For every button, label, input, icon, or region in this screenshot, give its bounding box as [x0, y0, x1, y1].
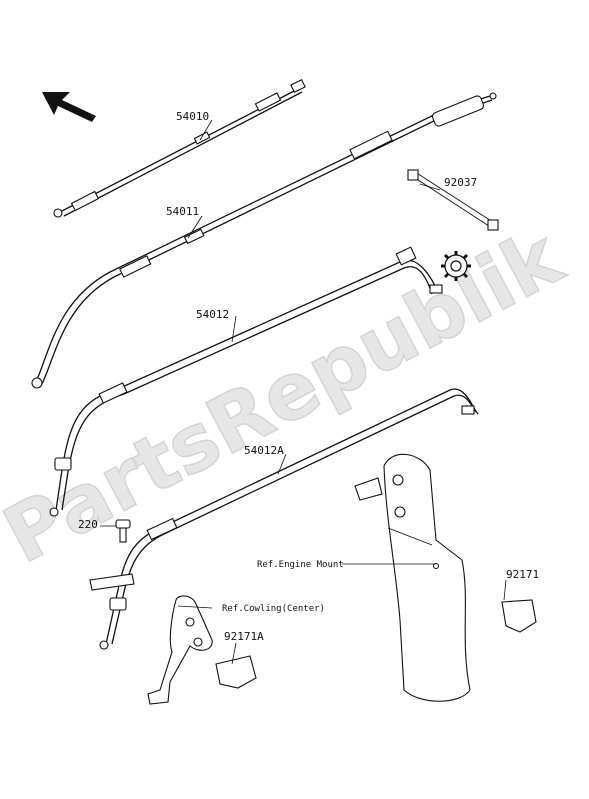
label-92171a: 92171A [224, 630, 264, 643]
clamp-92171a[interactable] [215, 655, 257, 689]
label-54012: 54012 [196, 308, 229, 321]
cable-54010[interactable] [53, 78, 306, 218]
label-220: 220 [78, 518, 98, 531]
ref-engine-mount: Ref.Engine Mount [257, 560, 344, 570]
direction-arrow-icon [42, 92, 96, 122]
cable-bracket [89, 573, 135, 591]
cowling-bracket [147, 595, 213, 705]
cable-54011[interactable] [31, 92, 497, 389]
cable-54012[interactable] [49, 246, 443, 517]
label-92171: 92171 [506, 568, 539, 581]
label-92037: 92037 [444, 176, 477, 189]
bolt-220[interactable] [115, 519, 131, 543]
leader-lines [100, 119, 507, 665]
label-54010: 54010 [176, 110, 209, 123]
label-54012a: 54012A [244, 444, 284, 457]
gear-icon [441, 251, 471, 281]
engine-mount [354, 453, 471, 702]
label-54011: 54011 [166, 205, 199, 218]
clamp-92171[interactable] [501, 599, 537, 633]
spring-92037[interactable] [407, 169, 499, 231]
ref-cowling-center: Ref.Cowling(Center) [222, 604, 325, 614]
